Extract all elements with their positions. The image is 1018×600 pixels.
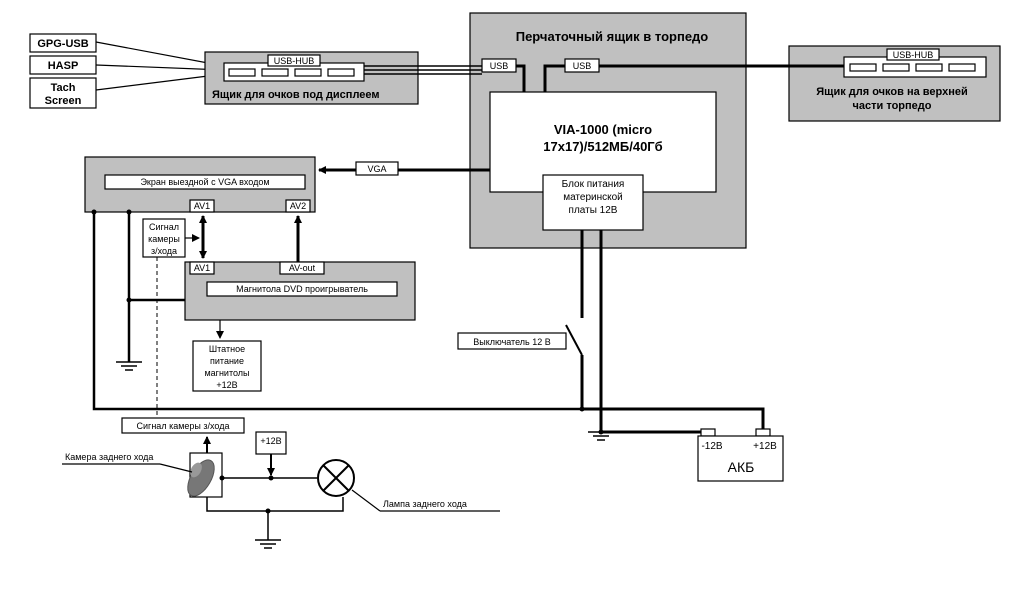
hub-box-top-dashboard: USB-HUB Ящик для очков на верхней части … bbox=[788, 45, 1001, 122]
svg-text:Лампа заднего хода: Лампа заднего хода bbox=[383, 499, 467, 509]
svg-text:Штатное: Штатное bbox=[209, 344, 245, 354]
svg-text:-12В: -12В bbox=[701, 441, 722, 452]
ground-battery bbox=[582, 407, 765, 441]
dvd-head-unit: AV1 AV-out Магнитола DVD проигрыватель bbox=[184, 261, 416, 321]
psu-box: Блок питания материнской платы 12В bbox=[542, 174, 644, 231]
svg-text:Магнитола DVD проигрыватель: Магнитола DVD проигрыватель bbox=[236, 284, 368, 294]
svg-text:Сигнал: Сигнал bbox=[149, 222, 179, 232]
svg-text:AV2: AV2 bbox=[290, 201, 306, 211]
svg-text:17x17)/512МБ/40Гб: 17x17)/512МБ/40Гб bbox=[543, 139, 662, 154]
svg-text:части торпедо: части торпедо bbox=[853, 100, 932, 112]
svg-text:+12В: +12В bbox=[260, 436, 281, 446]
svg-text:Ящик для очков на верхней: Ящик для очков на верхней bbox=[816, 86, 967, 98]
camera-signal-label: Сигнал камеры з/хода bbox=[121, 417, 245, 434]
lamp-label: Лампа заднего хода bbox=[351, 489, 500, 512]
vga-link: VGA bbox=[318, 161, 490, 176]
svg-text:Выключатель 12 В: Выключатель 12 В bbox=[473, 337, 551, 347]
input-arrows bbox=[95, 41, 225, 91]
svg-text:AV1: AV1 bbox=[194, 201, 210, 211]
svg-text:VIA-1000 (micro: VIA-1000 (micro bbox=[554, 122, 652, 137]
svg-text:камеры: камеры bbox=[148, 234, 180, 244]
stock-power-box: Штатное питание магнитолы +12В bbox=[192, 340, 262, 392]
camera-unit bbox=[187, 452, 223, 498]
svg-text:Камера заднего хода: Камера заднего хода bbox=[65, 452, 153, 462]
svg-text:Screen: Screen bbox=[45, 95, 82, 107]
battery-akb: -12В +12В АКБ bbox=[697, 428, 784, 482]
svg-text:AV-out: AV-out bbox=[289, 263, 316, 273]
input-gpg-usb: GPG-USB bbox=[29, 33, 97, 53]
svg-text:Сигнал камеры з/хода: Сигнал камеры з/хода bbox=[137, 421, 230, 431]
lamp-icon bbox=[317, 459, 355, 497]
psu-wires bbox=[565, 230, 603, 432]
svg-text:материнской: материнской bbox=[563, 192, 623, 203]
svg-text:Tach: Tach bbox=[51, 82, 76, 94]
svg-text:питание: питание bbox=[210, 356, 244, 366]
input-touch-screen: Tach Screen bbox=[29, 77, 97, 109]
hub-box-under-display: USB-HUB Ящик для очков под дисплеем bbox=[204, 51, 419, 105]
svg-text:Ящик для очков под дисплеем: Ящик для очков под дисплеем bbox=[212, 89, 380, 101]
svg-text:USB-HUB: USB-HUB bbox=[893, 50, 934, 60]
external-screen: Экран выездной с VGA входом AV1 AV2 bbox=[84, 156, 316, 213]
usb-bus-lines bbox=[364, 64, 844, 92]
svg-text:платы 12В: платы 12В bbox=[569, 205, 618, 216]
svg-text:магнитолы: магнитолы bbox=[204, 368, 249, 378]
camera-lamp-wiring bbox=[206, 454, 344, 549]
svg-text:AV1: AV1 bbox=[194, 263, 210, 273]
svg-text:Экран выездной с VGA входом: Экран выездной с VGA входом bbox=[140, 177, 269, 187]
svg-text:HASP: HASP bbox=[48, 60, 79, 72]
svg-text:АКБ: АКБ bbox=[728, 459, 755, 475]
svg-text:USB: USB bbox=[490, 61, 509, 71]
plus12-small-box: +12В bbox=[255, 431, 287, 455]
svg-text:+12В: +12В bbox=[216, 380, 237, 390]
svg-text:з/хода: з/хода bbox=[151, 246, 177, 256]
switch-label: Выключатель 12 В bbox=[457, 332, 567, 350]
svg-text:+12В: +12В bbox=[753, 441, 777, 452]
camera-signal-note: Сигнал камеры з/хода bbox=[142, 218, 186, 258]
svg-text:GPG-USB: GPG-USB bbox=[37, 38, 88, 50]
camera-label: Камера заднего хода bbox=[62, 452, 193, 473]
input-hasp: HASP bbox=[29, 55, 97, 75]
camera-icon bbox=[187, 459, 215, 497]
svg-text:Перчаточный ящик в торпедо: Перчаточный ящик в торпедо bbox=[516, 29, 709, 44]
svg-text:Блок питания: Блок питания bbox=[562, 179, 625, 190]
svg-text:USB-HUB: USB-HUB bbox=[274, 56, 315, 66]
svg-text:USB: USB bbox=[573, 61, 592, 71]
ground-wires-left bbox=[91, 209, 185, 371]
svg-text:VGA: VGA bbox=[367, 164, 386, 174]
